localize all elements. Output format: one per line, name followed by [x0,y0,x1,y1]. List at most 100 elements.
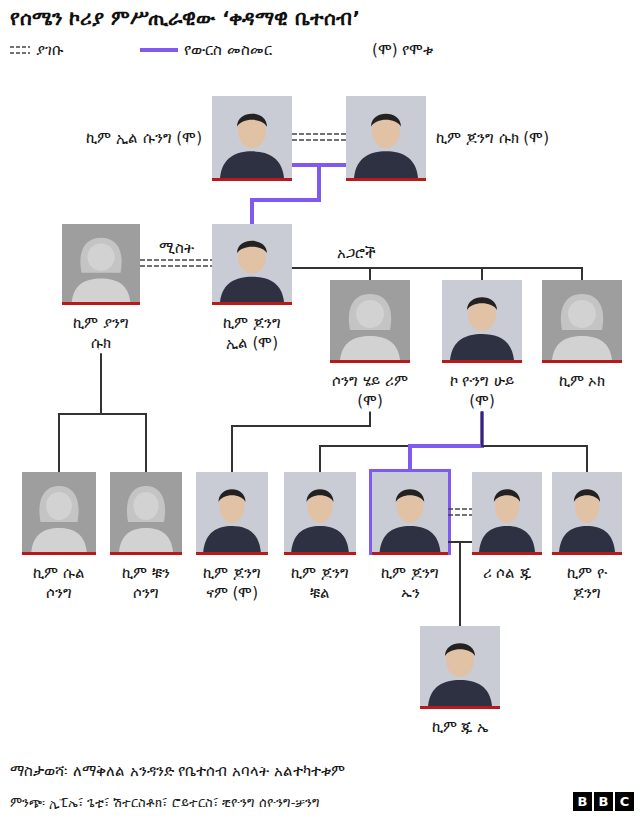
portrait [196,472,268,552]
person-name: ኪም ኦክ [542,371,622,391]
person-card: ኪም ቹን ሶንግ [110,472,182,604]
family-line [320,412,482,473]
name-group: ኪም ዮ ጆንግ [552,563,622,604]
photo-slot [284,472,356,555]
photo-slot [552,472,622,555]
name-group: ኪም ጆንግ ሱክ (ሞ) [436,128,554,148]
photo-underline [552,552,622,555]
edge-label: አጋሮች [334,244,379,262]
edge-label: ሚስት [156,239,197,257]
portrait [420,626,500,706]
person-name: ኪም ጆንግ ኡን [372,563,448,604]
photo-slot [542,280,622,363]
family-line [448,542,460,626]
legend-text: ያገቡ [36,41,64,59]
name-group: ኪም ጆንግ ኡን [372,563,448,604]
legend-married-sample [10,46,30,48]
portrait [284,472,356,552]
person-card: ኪም ሱል ሶንግ [22,472,96,604]
photo-slot [62,224,140,305]
succession-line [252,165,346,224]
name-group: ሶንግ ሄይ ሪም (ሞ) [330,371,410,412]
portrait [372,472,448,552]
photo-underline [212,302,292,305]
person-name: ኪም ጆንግ ሱክ (ሞ) [436,128,554,148]
person-name: ኪም ሱል ሶንግ [22,563,96,604]
photo-slot [330,280,410,363]
chart-title: የሰሜን ኮሪያ ምሥጢራዊው ‘ቀዳማዊ ቤተሰብ’ [10,6,360,30]
photo-underline [542,360,622,363]
name-group: ኪም ቹን ሶንግ [110,563,182,604]
succession-line [410,412,482,473]
photo-underline [22,552,96,555]
legend-text: የውርስ መስመር [184,41,272,59]
name-group: ኪም ያንግ ሱክ [62,313,140,354]
legend-sample-text: (ሞ) [372,41,398,59]
photo-slot [110,472,182,555]
portrait-placeholder [542,280,622,360]
portrait [212,96,292,178]
photo-slot [472,472,542,555]
person-card: ኪም ጆንግ ናም (ሞ) [196,472,268,604]
family-line [101,354,146,473]
photo-slot [212,96,292,181]
portrait [472,472,542,552]
photo-underline [284,552,356,555]
name-group: ኪም ጆንግ ኢል (ሞ) [212,313,292,354]
photo-slot [346,96,426,181]
logo-letter: B [594,792,613,811]
marriage-line [448,509,472,515]
person-card: ሪ ሶል ጁ [472,472,542,583]
photo-slot [196,472,268,555]
family-line [292,268,582,280]
portrait-placeholder [330,280,410,360]
person-name: ኪም ያንግ ሱክ [62,313,140,354]
person-name: ኪም ቹን ሶንግ [110,563,182,604]
source-note: ምንጭ፡ ኢፒኤ፣ ጌቲ፣ ሽተርስቶክ፣ ሮይተርስ፣ ቺዮንግ ሰዮንግ-ቻ… [10,795,321,811]
logo-letter: B [573,792,592,811]
person-card: ኪም ጆንግ ኡን [372,472,448,604]
portrait-placeholder [62,224,140,302]
person-name: ሶንግ ሄይ ሪም (ሞ) [330,371,410,412]
person-card: ኪም ኦክ [542,280,622,391]
photo-slot [420,626,500,709]
person-name: ሪ ሶል ጁ [472,563,542,583]
portrait-placeholder [110,472,182,552]
photo-slot [442,280,522,363]
person-name: ኪም ኢል ሱንግ (ሞ) [84,128,202,148]
legend-married-sample [10,52,30,54]
photo-underline [346,178,426,181]
photo-underline [62,302,140,305]
marriage-line [292,134,346,140]
portrait-placeholder [22,472,96,552]
portrait [442,280,522,360]
photo-slot [22,472,96,555]
person-name: ኪም ጆንግ ቹል [284,563,356,604]
caption-note: ማስታወሻ፡ ለማቅለል አንዳንድ የቤተሰብ አባላት አልተካተቱም [10,762,345,780]
name-group: ኪም ጆንግ ቹል [284,563,356,604]
family-line [59,354,101,473]
person-card: ኪም ኢል ሱንግ (ሞ) [84,96,292,181]
name-group: ኪም ጁ ኤ [420,717,500,737]
photo-underline [372,552,448,555]
photo-slot [372,472,448,555]
legend-text: የሞቱ [402,41,433,59]
legend-succession-sample [140,48,178,52]
family-line [460,542,472,626]
person-card: ኮ ዮንግ ሁይ (ሞ) [442,280,522,412]
person-card: ሶንግ ሄይ ሪም (ሞ) [330,280,410,412]
logo-letter: C [615,792,634,811]
photo-underline [472,552,542,555]
marriage-line [140,260,212,266]
person-name: ኪም ዮ ጆንግ [552,563,622,604]
person-name: ኪም ጁ ኤ [420,717,500,737]
name-group: ኪም ኦክ [542,371,622,391]
portrait [346,96,426,178]
person-card: ኪም ጆንግ ቹል [284,472,356,604]
family-line [482,412,587,473]
name-group: ሪ ሶል ጁ [472,563,542,583]
photo-slot [212,224,292,305]
family-line [292,268,482,280]
